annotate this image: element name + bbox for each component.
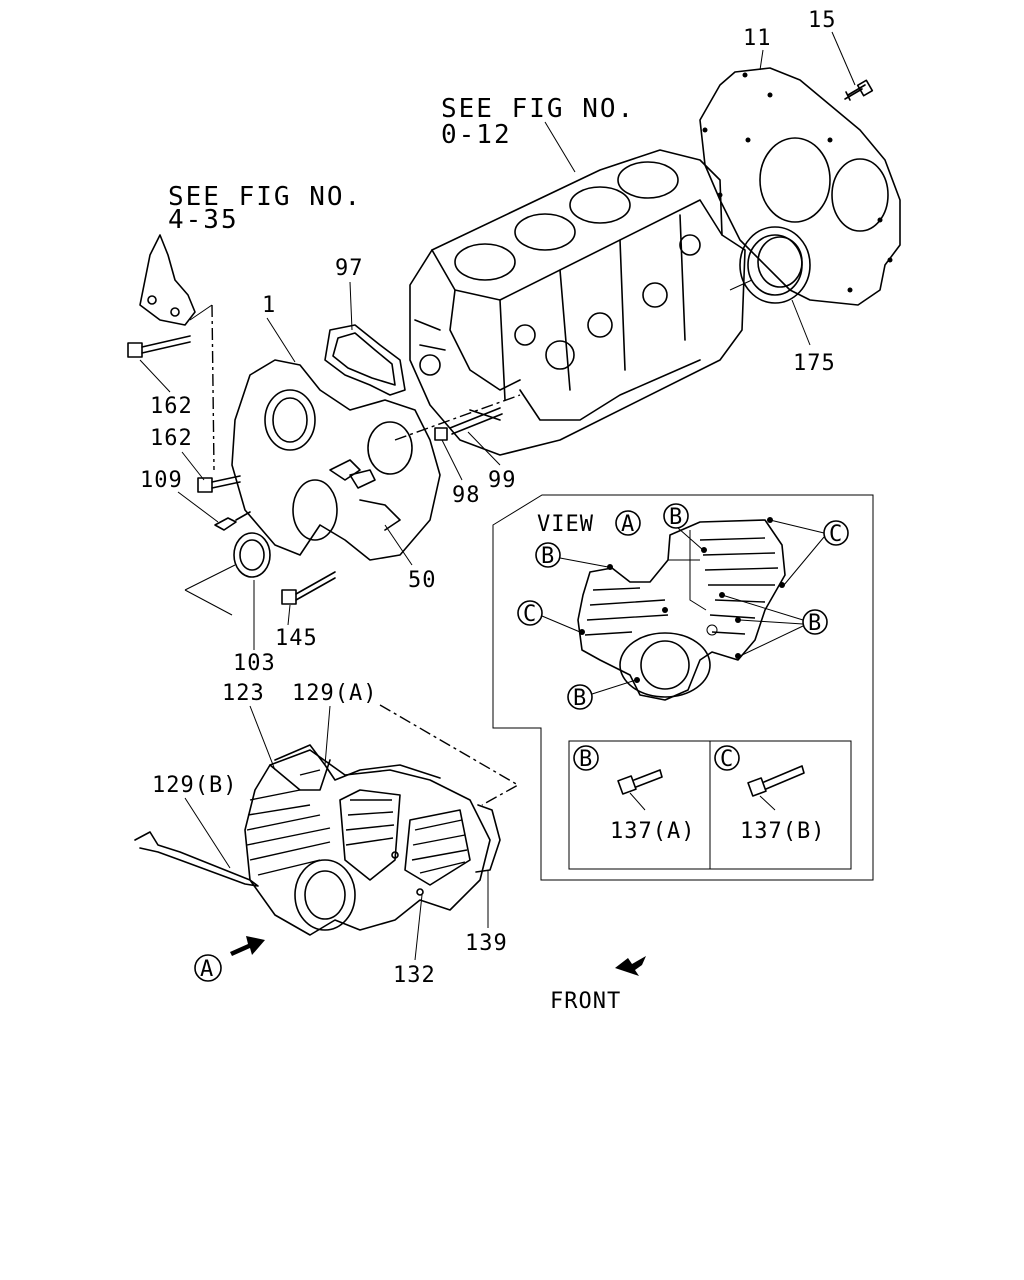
bolt-box-b-part: 137(A) [610,819,695,844]
view-a-arrow: A [194,936,265,982]
bolt-137a-icon [617,769,663,795]
see-fig-left-line2: 4-35 [168,205,239,235]
view-a-title-marker: A [621,512,635,537]
front-cover-1-illustration [231,359,441,561]
engine-block-illustration [409,149,746,456]
callout-145: 145 [275,626,318,651]
leader-see-fig-top [544,121,576,173]
callout-139: 139 [465,931,508,956]
callout-103: 103 [233,651,276,676]
oil-seal-175-illustration [739,226,811,304]
see-fig-top-line2: 0-12 [441,120,512,150]
view-a-arrow-label: A [200,957,214,982]
bracket-illustration [139,234,196,326]
bolt-box-c-part: 137(B) [740,819,825,844]
see-fig-left-line1: SEE FIG NO. [168,182,362,212]
marker-b-right: B [808,611,822,636]
part-109-illustration [214,511,251,531]
callout-98: 98 [452,483,481,508]
bolt-162-upper-illustration [127,335,191,358]
marker-b-left: B [541,544,555,569]
bolt-box-b-marker: B [579,747,593,772]
marker-c-top-right: C [829,522,843,547]
view-a-panel: VIEW A B B C C B [492,494,874,881]
callout-50: 50 [408,568,437,593]
callout-109: 109 [140,468,183,493]
marker-b-bottom: B [573,686,587,711]
see-fig-top-line1: SEE FIG NO. [441,94,635,124]
callout-99: 99 [488,468,517,493]
bolt-162-lower-illustration [197,475,241,493]
gasket-97-illustration [324,324,406,396]
marker-b-top: B [669,505,683,530]
callout-11: 11 [743,26,772,51]
bolt-15-illustration [844,79,874,101]
callout-132: 132 [393,963,436,988]
seal-strip-139-illustration [475,804,501,873]
bolt-box-c-marker: C [720,747,734,772]
callout-129a: 129(A) [292,681,377,706]
view-a-title: VIEW [537,512,594,537]
stud-99-nut-98-illustration [394,394,521,441]
bolt-137b-icon [747,765,805,797]
callout-175: 175 [793,351,836,376]
callout-1: 1 [262,293,276,318]
front-label: FRONT [550,989,621,1014]
callout-123: 123 [222,681,265,706]
callout-15: 15 [808,8,837,33]
gasket-129b-illustration [134,831,259,887]
bolt-145-illustration [281,571,336,605]
bolt-box-c [709,740,852,870]
callout-162-lower: 162 [150,426,193,451]
callout-129b: 129(B) [152,773,237,798]
seal-103-illustration [233,532,271,578]
front-direction-indicator: FRONT [550,956,646,1014]
timing-cover-illustration [244,749,491,936]
marker-c-left: C [523,602,537,627]
callout-162-upper: 162 [150,394,193,419]
rear-plate-illustration [699,67,901,306]
gasket-129a-illustration [274,744,441,781]
callout-97: 97 [335,256,364,281]
